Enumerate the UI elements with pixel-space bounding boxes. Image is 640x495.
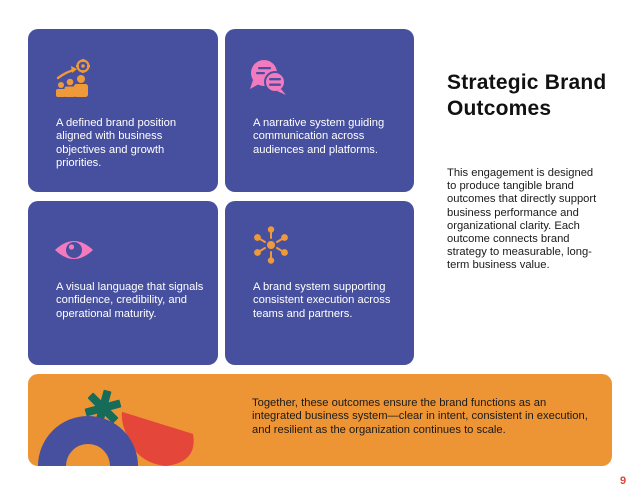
summary-banner: Together, these outcomes ensure the bran… <box>28 374 612 466</box>
page-number: 9 <box>620 475 627 487</box>
outcome-card-brand-system: A brand system supporting consistent exe… <box>225 201 414 365</box>
page-description: This engagement is designed to produce t… <box>447 167 597 272</box>
card-text: A narrative system guiding communication… <box>253 117 385 156</box>
outcome-card-narrative-system: A narrative system guiding communication… <box>225 29 414 192</box>
network-hub-icon <box>254 226 288 264</box>
eye-icon <box>55 241 93 259</box>
card-text: A brand system supporting consistent exe… <box>253 281 391 320</box>
decorative-shapes-art <box>38 389 194 466</box>
growth-target-team-icon <box>56 59 90 97</box>
page-title: Strategic Brand Outcomes <box>447 71 607 120</box>
banner-text: Together, these outcomes ensure the bran… <box>252 397 588 436</box>
chat-bubbles-icon <box>250 60 286 95</box>
card-text: A defined brand position aligned with bu… <box>56 117 177 170</box>
card-text: A visual language that signals confidenc… <box>56 281 204 320</box>
outcome-card-visual-language: A visual language that signals confidenc… <box>28 201 218 365</box>
outcome-card-brand-position: A defined brand position aligned with bu… <box>28 29 218 192</box>
